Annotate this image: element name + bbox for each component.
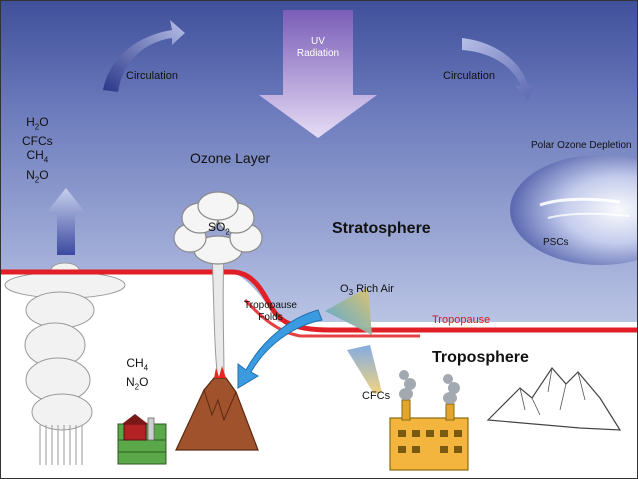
emission-h2o: H2O [26, 115, 49, 132]
uv-radiation-label: UV Radiation [296, 36, 340, 59]
o3-rich-air-label: O3 Rich Air [340, 283, 394, 298]
lava [214, 366, 226, 378]
stratosphere-label: Stratosphere [332, 220, 431, 237]
circulation-arrow-left [103, 20, 185, 92]
mountains [486, 367, 622, 431]
upward-arrow [47, 188, 85, 255]
polar-ozone-depletion-label: Polar Ozone Depletion [531, 140, 632, 151]
emission-cfcs: CFCs [22, 134, 53, 149]
barn [123, 423, 147, 441]
emission-n2o: N2O [26, 167, 49, 185]
emissions-left: H2O CFCs CH4 N2O [22, 115, 53, 187]
tropopause-folds-label: Tropopause Folds [244, 300, 297, 323]
emissions-mid: CH4 N2O [126, 356, 148, 395]
factory-smoke [399, 370, 460, 404]
cfc-funnel [347, 345, 382, 394]
tropopause-folds-line1: Tropopause [244, 300, 297, 311]
pscs-label: PSCs [543, 237, 569, 248]
troposphere-label: Troposphere [432, 349, 529, 366]
polar-vortex [510, 155, 638, 265]
stratosphere-region [0, 0, 638, 322]
rain [39, 425, 83, 465]
o3-funnel [325, 287, 372, 335]
uv-label-line2: Radiation [296, 47, 340, 59]
uv-label-line1: UV [311, 36, 325, 47]
tropopause-label: Tropopause [432, 314, 491, 326]
cfcs-label: CFCs [362, 390, 391, 402]
tropopause-fold [243, 298, 420, 338]
fold-arrow [237, 309, 323, 389]
circulation-right-label: Circulation [443, 70, 495, 82]
factory [389, 399, 469, 471]
emission-mid-n2o: N2O [126, 375, 149, 392]
ozone-layer-label: Ozone Layer [190, 150, 271, 166]
so2-label: SO2 [208, 220, 230, 237]
emission-mid-ch4: CH4 [126, 356, 149, 373]
tropopause-folds-line2: Folds [258, 311, 283, 323]
uv-arrow [259, 10, 377, 138]
circulation-arrow-right [462, 38, 535, 100]
tropopause-line [0, 269, 638, 333]
emission-ch4: CH4 [26, 148, 49, 165]
so2-cloud [173, 191, 263, 265]
circulation-left-label: Circulation [126, 70, 178, 82]
